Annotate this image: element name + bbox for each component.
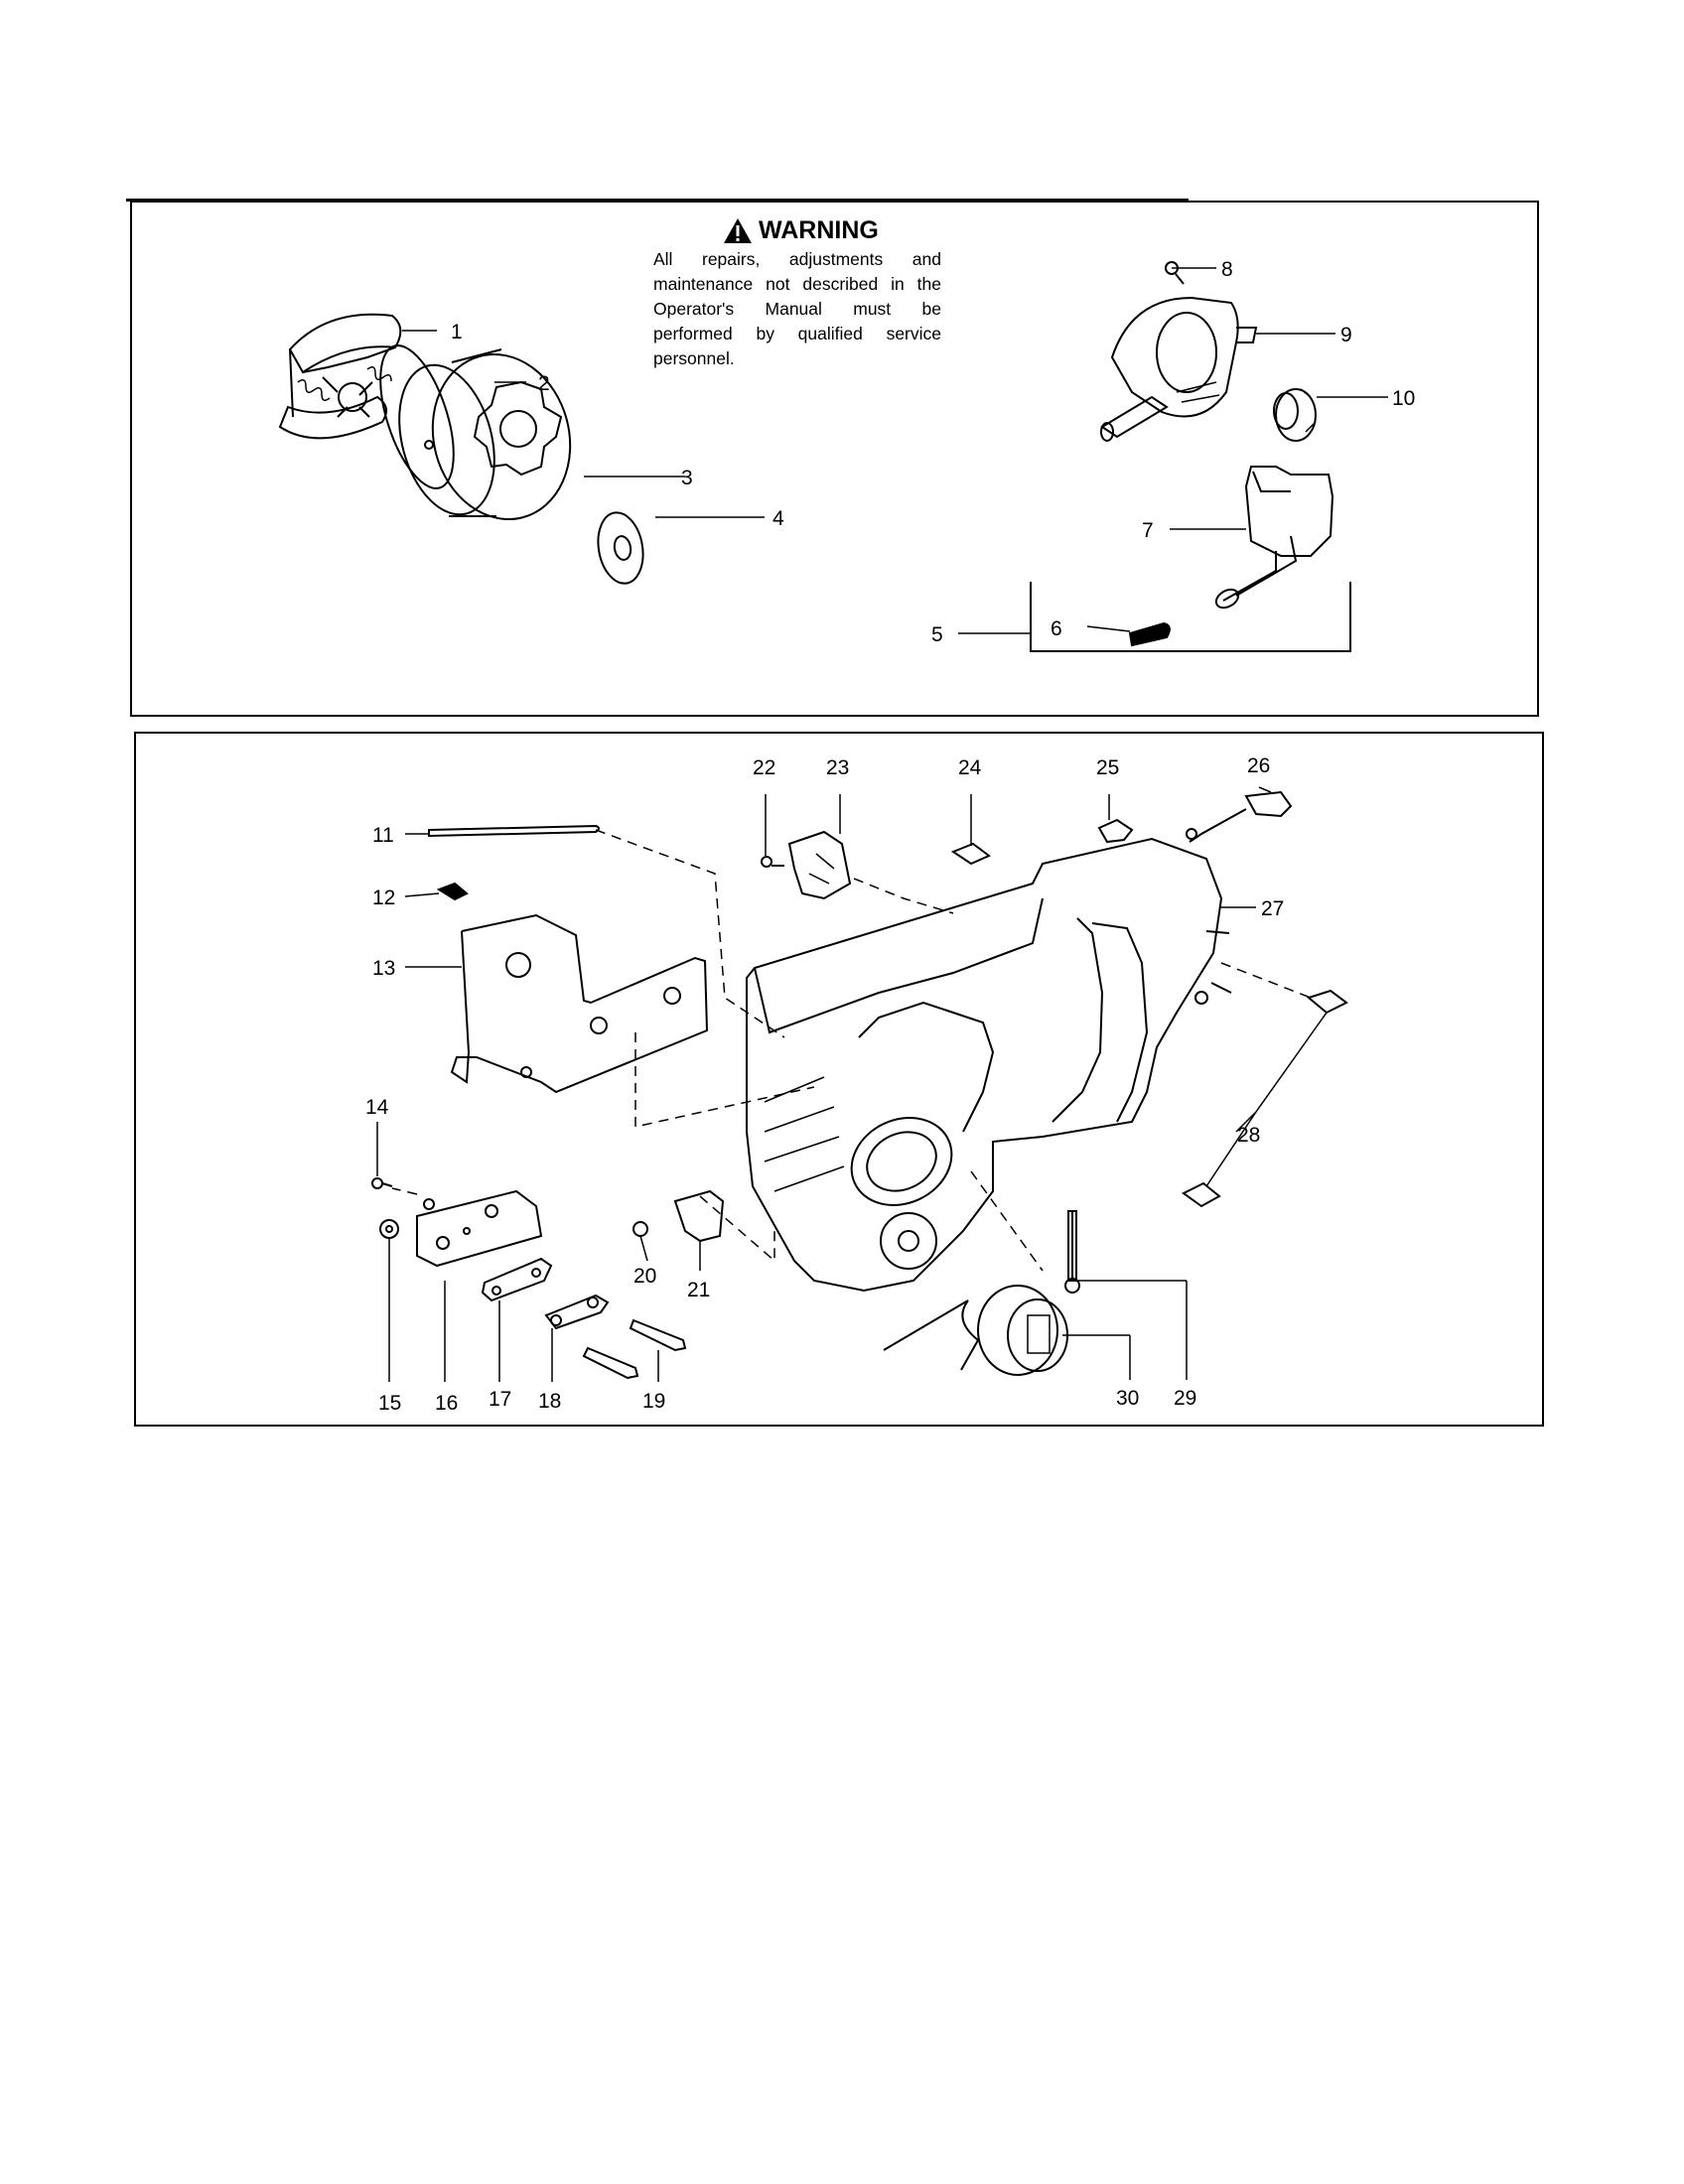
- part-18-tensioner-plate: [544, 1294, 610, 1330]
- part-12-nut: [436, 882, 469, 901]
- warning-text: All repairs, adjustments and maintenance…: [653, 249, 941, 368]
- callout-19: 19: [642, 1390, 665, 1413]
- part-16-side-plate: [416, 1189, 543, 1268]
- callout-20: 20: [633, 1265, 656, 1288]
- callout-labels: 1 2 3 4 5 6 7 8 9 10 11 12 13 14 15 16 1…: [365, 258, 1415, 1415]
- part-28-nut-upper: [1306, 989, 1348, 1015]
- part-21-guard: [673, 1189, 725, 1243]
- part-7-oil-hose-fitting: [1214, 466, 1334, 610]
- part-8-screw: [1165, 261, 1185, 285]
- part-25-spring-clip: [1097, 818, 1134, 844]
- leader-lines: [376, 267, 1388, 1382]
- callout-2: 2: [538, 372, 550, 395]
- part-5-bracket-line: [1030, 582, 1351, 652]
- callout-27: 27: [1261, 897, 1284, 920]
- header-rule: [126, 199, 1189, 202]
- assembly-dashed-lines: [391, 829, 1312, 1272]
- callout-17: 17: [489, 1388, 511, 1411]
- part-22-screw: [761, 856, 784, 868]
- callout-5: 5: [931, 623, 943, 646]
- callout-29: 29: [1174, 1387, 1196, 1410]
- warning-title: WARNING: [759, 216, 879, 244]
- callout-13: 13: [372, 957, 395, 980]
- callout-25: 25: [1096, 756, 1119, 779]
- part-30-spool: [883, 1285, 1068, 1376]
- warning-triangle-icon: [724, 218, 752, 243]
- callout-14: 14: [365, 1096, 389, 1119]
- part-19-adjusting-screw: [582, 1318, 687, 1380]
- part-23-brake-lever: [787, 830, 852, 900]
- callout-26: 26: [1247, 754, 1270, 777]
- clutch-oiler-panel: [130, 201, 1539, 717]
- part-27-housing: [746, 837, 1232, 1293]
- callout-1: 1: [451, 321, 463, 343]
- part-11-rod: [428, 824, 600, 838]
- part-9-oil-pump: [1100, 296, 1258, 442]
- part-1-clutch-shoes: [278, 313, 402, 440]
- callout-7: 7: [1142, 519, 1154, 542]
- warning-box: WARNING All repairs, adjustments and mai…: [653, 216, 941, 371]
- callout-4: 4: [772, 507, 784, 530]
- part-4-washer: [597, 511, 644, 585]
- callout-18: 18: [538, 1390, 561, 1413]
- callout-23: 23: [826, 756, 849, 779]
- callout-3: 3: [681, 467, 693, 489]
- callout-12: 12: [372, 887, 395, 909]
- callout-16: 16: [435, 1392, 458, 1415]
- warning-heading: WARNING: [723, 216, 941, 245]
- part-6-filter: [1128, 621, 1171, 647]
- callout-10: 10: [1392, 387, 1415, 410]
- part-10-worm-gear: [1273, 388, 1317, 442]
- part-17-link-plate: [481, 1257, 553, 1302]
- callout-28: 28: [1237, 1124, 1260, 1147]
- part-24-nut: [950, 842, 991, 866]
- callout-8: 8: [1221, 258, 1233, 281]
- callout-22: 22: [753, 756, 775, 779]
- part-13-plate: [450, 913, 709, 1094]
- callout-6: 6: [1051, 617, 1062, 640]
- callout-11: 11: [372, 824, 394, 847]
- chain-brake-housing-panel: [134, 732, 1544, 1427]
- callout-21: 21: [687, 1279, 710, 1301]
- part-20-nut: [632, 1221, 648, 1237]
- callout-9: 9: [1340, 324, 1352, 346]
- part-15-nut: [379, 1219, 399, 1239]
- callout-24: 24: [958, 756, 982, 779]
- part-28-nut-lower: [1182, 1181, 1221, 1208]
- part-26-lever: [1186, 790, 1293, 843]
- part-14-screw: [371, 1177, 393, 1189]
- part-2-cover-plate: [379, 344, 455, 489]
- callout-30: 30: [1116, 1387, 1139, 1410]
- part-3-clutch-drum: [398, 348, 572, 521]
- callout-15: 15: [378, 1392, 401, 1415]
